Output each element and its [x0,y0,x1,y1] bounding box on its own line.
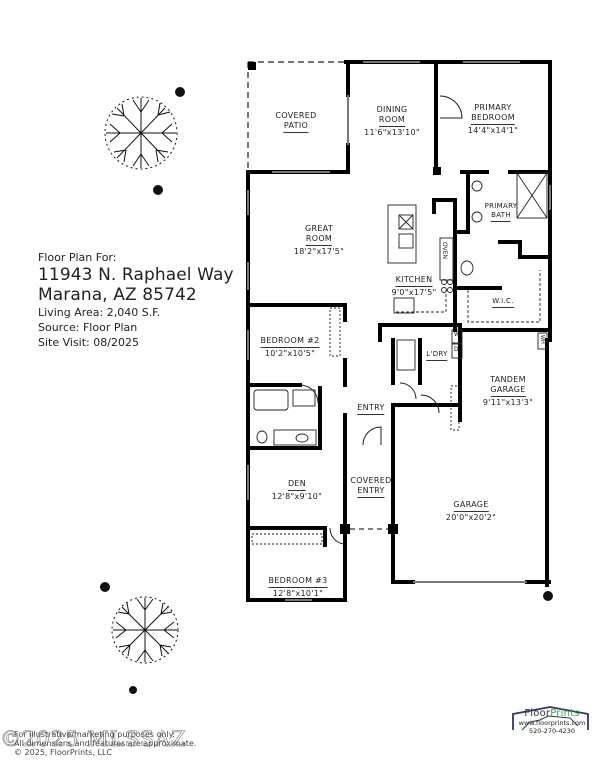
room-name: ROOM [378,115,406,127]
room-name: L'DRY [426,349,448,361]
copyright: © 2025, FloorPrints, LLC [14,748,113,757]
room-name: COVERED [350,476,392,485]
room-den: DEN 12'8"x9'10" [272,479,322,502]
mls-watermark: ©2025 MLSSAZ [0,727,187,752]
property-info: Floor Plan For: 11943 N. Raphael Way Mar… [38,250,234,350]
room-name: PATIO [283,121,309,133]
room-name: PRIMARY [484,202,518,210]
site-visit: Site Visit: 08/2025 [38,336,139,349]
room-kitchen: KITCHEN 9'0"x17'5" [392,275,437,298]
room-name: DINING [376,105,408,114]
room-bedroom-2: BEDROOM #2 10'2"x10'5" [260,336,320,359]
room-name: BATH [491,211,511,222]
room-dimensions: 12'8"x9'10" [271,492,323,501]
address-line-2: Marana, AZ 85742 [38,285,197,305]
room-great-room: GREAT ROOM 18'2"x17'5" [294,224,344,257]
room-name: ENTRY [357,486,385,498]
floor-plan-for-label: Floor Plan For: [38,251,117,264]
room-name: GREAT [304,224,334,233]
room-name: BEDROOM [471,113,515,125]
logo-website: www.floorprints.com [518,719,586,727]
room-dimensions: 12'8"x10'1" [272,589,324,598]
room-laundry: L'DRY [426,349,448,361]
room-dimensions: 10'2"x10'5" [264,349,316,358]
room-dimensions: 14'4"x14'1" [467,126,519,135]
room-name: COVERED [275,111,317,120]
room-name: TANDEM [490,375,526,384]
patio-post [248,62,256,70]
room-name: W.I.C. [492,296,514,308]
floorprints-roof-logo [512,706,589,731]
room-name: ROOM [305,234,333,246]
logo-phone: 520-270-4230 [528,727,576,735]
oven-label: OVEN [441,242,448,260]
room-name: BEDROOM #3 [268,576,328,588]
room-name: ENTRY [357,403,385,415]
shrub-icon [100,582,553,694]
room-name: GARAGE [453,500,489,512]
room-garage: GARAGE 20'0"x20'2" [446,500,496,523]
shrub-icon [153,87,185,195]
room-tandem-garage: TANDEM GARAGE 9'11"x13'3" [483,375,533,408]
room-dimensions: 20'0"x20'2" [445,513,497,522]
logo-brand: FloorPrints [508,708,596,719]
walls [246,60,552,602]
windows [247,61,551,601]
room-covered-entry: COVERED ENTRY [350,476,391,498]
room-name: GARAGE [490,385,526,397]
covered-patio-outline [247,61,345,170]
floorprints-logo: FloorPrints www.floorprints.com 520-270-… [508,708,596,735]
dryer-label: D [454,346,459,353]
room-dimensions: 18'2"x17'5" [293,247,345,256]
logo-brand-part1: Floor [524,708,551,719]
disclaimer-line-2: All dimensions and features are approxim… [14,739,197,748]
fixtures [251,172,548,545]
source: Source: Floor Plan [38,321,138,334]
room-primary-bedroom: PRIMARY BEDROOM 14'4"x14'1" [468,103,518,136]
room-name: DEN [287,479,307,491]
address-line-1: 11943 N. Raphael Way [38,265,234,285]
room-bedroom-3: BEDROOM #3 12'8"x10'1" [268,576,328,599]
disclaimer-line-1: For illustrative/marketing purposes only… [14,730,175,739]
room-primary-bath: PRIMARY BATH [485,202,518,222]
room-name: KITCHEN [395,275,433,287]
footer-disclaimer: For illustrative/marketing purposes only… [14,730,196,757]
logo-brand-part2: Prints [550,708,580,719]
room-dimensions: 9'11"x13'3" [482,398,534,407]
room-dimensions: 11'6"x13'10" [364,128,420,137]
room-dining-room: DINING ROOM 11'6"x13'10" [364,105,420,138]
water-heater-label: WH [539,335,545,344]
room-name: PRIMARY [474,103,512,112]
tree-icon-large-top [104,96,178,170]
room-dimensions: 9'0"x17'5" [391,288,437,297]
tree-icon-large-bottom [111,596,179,664]
room-entry: ENTRY [357,403,385,415]
room-wic: W.I.C. [492,296,514,308]
washer-label: W [454,331,460,338]
living-area: Living Area: 2,040 S.F. [38,306,161,319]
room-name: BEDROOM #2 [260,336,320,348]
room-covered-patio: COVERED PATIO [275,111,316,133]
wall-columns [340,167,441,534]
